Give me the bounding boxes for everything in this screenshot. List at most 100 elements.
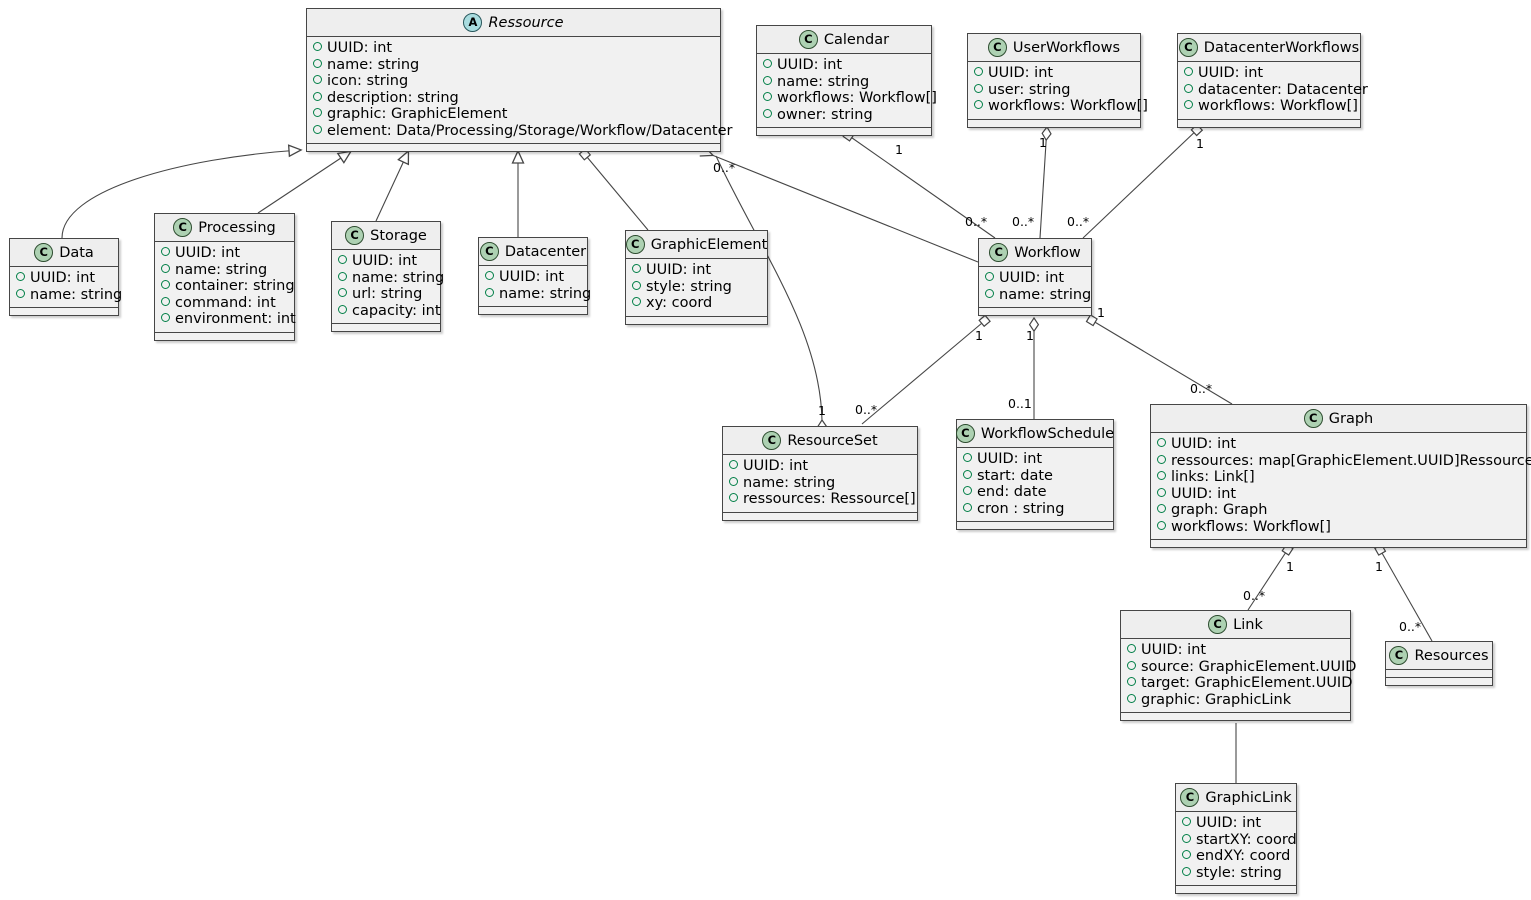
uml-attribute-text: UUID: int	[30, 270, 96, 286]
uml-attribute: endXY: coord	[1182, 848, 1290, 865]
uml-attribute: container: string	[161, 278, 295, 295]
uml-attribute-text: workflows: Workflow[]	[1171, 518, 1331, 535]
public-visibility-icon	[313, 91, 322, 101]
public-visibility-icon	[313, 58, 322, 68]
public-visibility-icon	[313, 108, 322, 117]
uml-attribute: workflows: Workflow[]	[1157, 519, 1520, 536]
multiplicity-label: 1	[1286, 559, 1294, 574]
class-icon: C	[173, 218, 193, 237]
uml-attribute: UUID: int	[16, 270, 112, 287]
uml-attribute: source: GraphicElement.UUID	[1127, 659, 1356, 676]
public-visibility-icon	[313, 75, 322, 84]
uml-attribute: UUID: int	[963, 451, 1107, 468]
public-visibility-icon	[485, 271, 494, 280]
uml-attribute-text: UUID: int	[499, 269, 565, 285]
uml-attribute-text: startXY: coord	[1196, 831, 1297, 848]
public-visibility-icon	[1157, 454, 1166, 464]
uml-attribute: name: string	[338, 270, 444, 287]
uml-attribute-text: UUID: int	[988, 65, 1054, 81]
multiplicity-label: 1	[895, 142, 903, 157]
uml-attribute-text: style: string	[1196, 864, 1282, 881]
uml-method-compartment	[1178, 119, 1360, 127]
public-visibility-icon	[1157, 471, 1166, 480]
uml-attribute-text: UUID: int	[646, 262, 712, 278]
multiplicity-label: 1	[1097, 305, 1105, 320]
uml-method-compartment	[968, 119, 1140, 127]
public-visibility-icon	[763, 108, 772, 118]
public-visibility-icon	[632, 280, 641, 290]
uml-attribute: name: string	[985, 287, 1091, 304]
public-visibility-icon	[161, 280, 170, 289]
public-visibility-icon	[16, 288, 25, 298]
uml-class-name: Graph	[1328, 410, 1374, 427]
multiplicity-label: 1	[1026, 328, 1034, 343]
uml-attribute-text: UUID: int	[999, 270, 1065, 286]
public-visibility-icon	[1182, 817, 1191, 826]
public-visibility-icon	[1182, 850, 1191, 859]
public-visibility-icon	[1182, 833, 1191, 843]
public-visibility-icon	[338, 271, 347, 281]
uml-attribute-text: UUID: int	[777, 57, 843, 73]
uml-attribute: description: string	[313, 90, 714, 107]
public-visibility-icon	[16, 272, 25, 281]
uml-attribute: workflows: Workflow[]	[763, 90, 937, 107]
public-visibility-icon	[1157, 438, 1166, 447]
uml-method-compartment	[1121, 713, 1350, 720]
multiplicity-label: 0..*	[1243, 588, 1266, 603]
uml-attribute-text: start: date	[977, 467, 1053, 484]
uml-attribute-text: UUID: int	[327, 40, 393, 56]
uml-class-name: Workflow	[1014, 244, 1081, 261]
uml-attribute: end: date	[963, 484, 1107, 501]
class-icon: C	[1178, 38, 1198, 57]
class-icon: C	[1303, 409, 1323, 428]
multiplicity-label: 1	[1039, 135, 1047, 150]
uml-attribute-text: name: string	[30, 286, 123, 303]
public-visibility-icon	[632, 297, 641, 306]
uml-class-name: Data	[59, 244, 94, 261]
uml-attribute-text: ressources: map[GraphicElement.UUID]Ress…	[1171, 452, 1531, 469]
uml-class-name: Calendar	[823, 31, 890, 48]
uml-attribute: name: string	[16, 287, 122, 304]
uml-attribute: graphic: GraphicElement	[313, 106, 714, 123]
public-visibility-icon	[1184, 67, 1193, 76]
edge-workflow-resourceset	[861, 314, 991, 425]
uml-method-compartment	[332, 324, 440, 331]
uml-attribute-text: target: GraphicElement.UUID	[1141, 675, 1353, 691]
uml-attribute: UUID: int	[161, 245, 288, 262]
uml-attribute-text: graphic: GraphicElement	[327, 106, 508, 122]
uml-method-compartment	[957, 522, 1113, 529]
uml-attribute: name: string	[729, 475, 911, 492]
public-visibility-icon	[161, 313, 170, 322]
uml-attribute-text: UUID: int	[743, 458, 809, 474]
public-visibility-icon	[729, 460, 738, 469]
uml-attribute-text: links: Link[]	[1171, 469, 1255, 485]
uml-attribute-text: style: string	[646, 278, 732, 295]
class-icon: C	[1180, 788, 1200, 807]
multiplicity-label: 1	[1196, 136, 1204, 151]
public-visibility-icon	[763, 75, 772, 85]
uml-attribute-text: UUID: int	[175, 245, 241, 261]
